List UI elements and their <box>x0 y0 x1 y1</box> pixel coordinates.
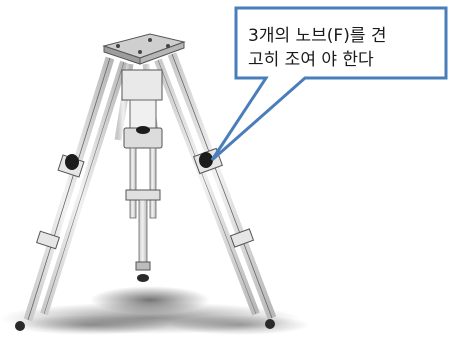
callout-box <box>210 6 448 162</box>
center-column <box>121 69 163 282</box>
ground-shadow <box>0 286 310 335</box>
knob-left-icon <box>65 154 79 170</box>
right-leg <box>154 52 277 329</box>
knob-center-icon <box>136 126 150 134</box>
head-plate <box>102 33 186 65</box>
callout-text: 3개의 노브(F)를 견 고히 조여 야 한다 <box>248 26 387 70</box>
knob-right-icon <box>199 152 213 168</box>
left-leg <box>15 56 128 331</box>
